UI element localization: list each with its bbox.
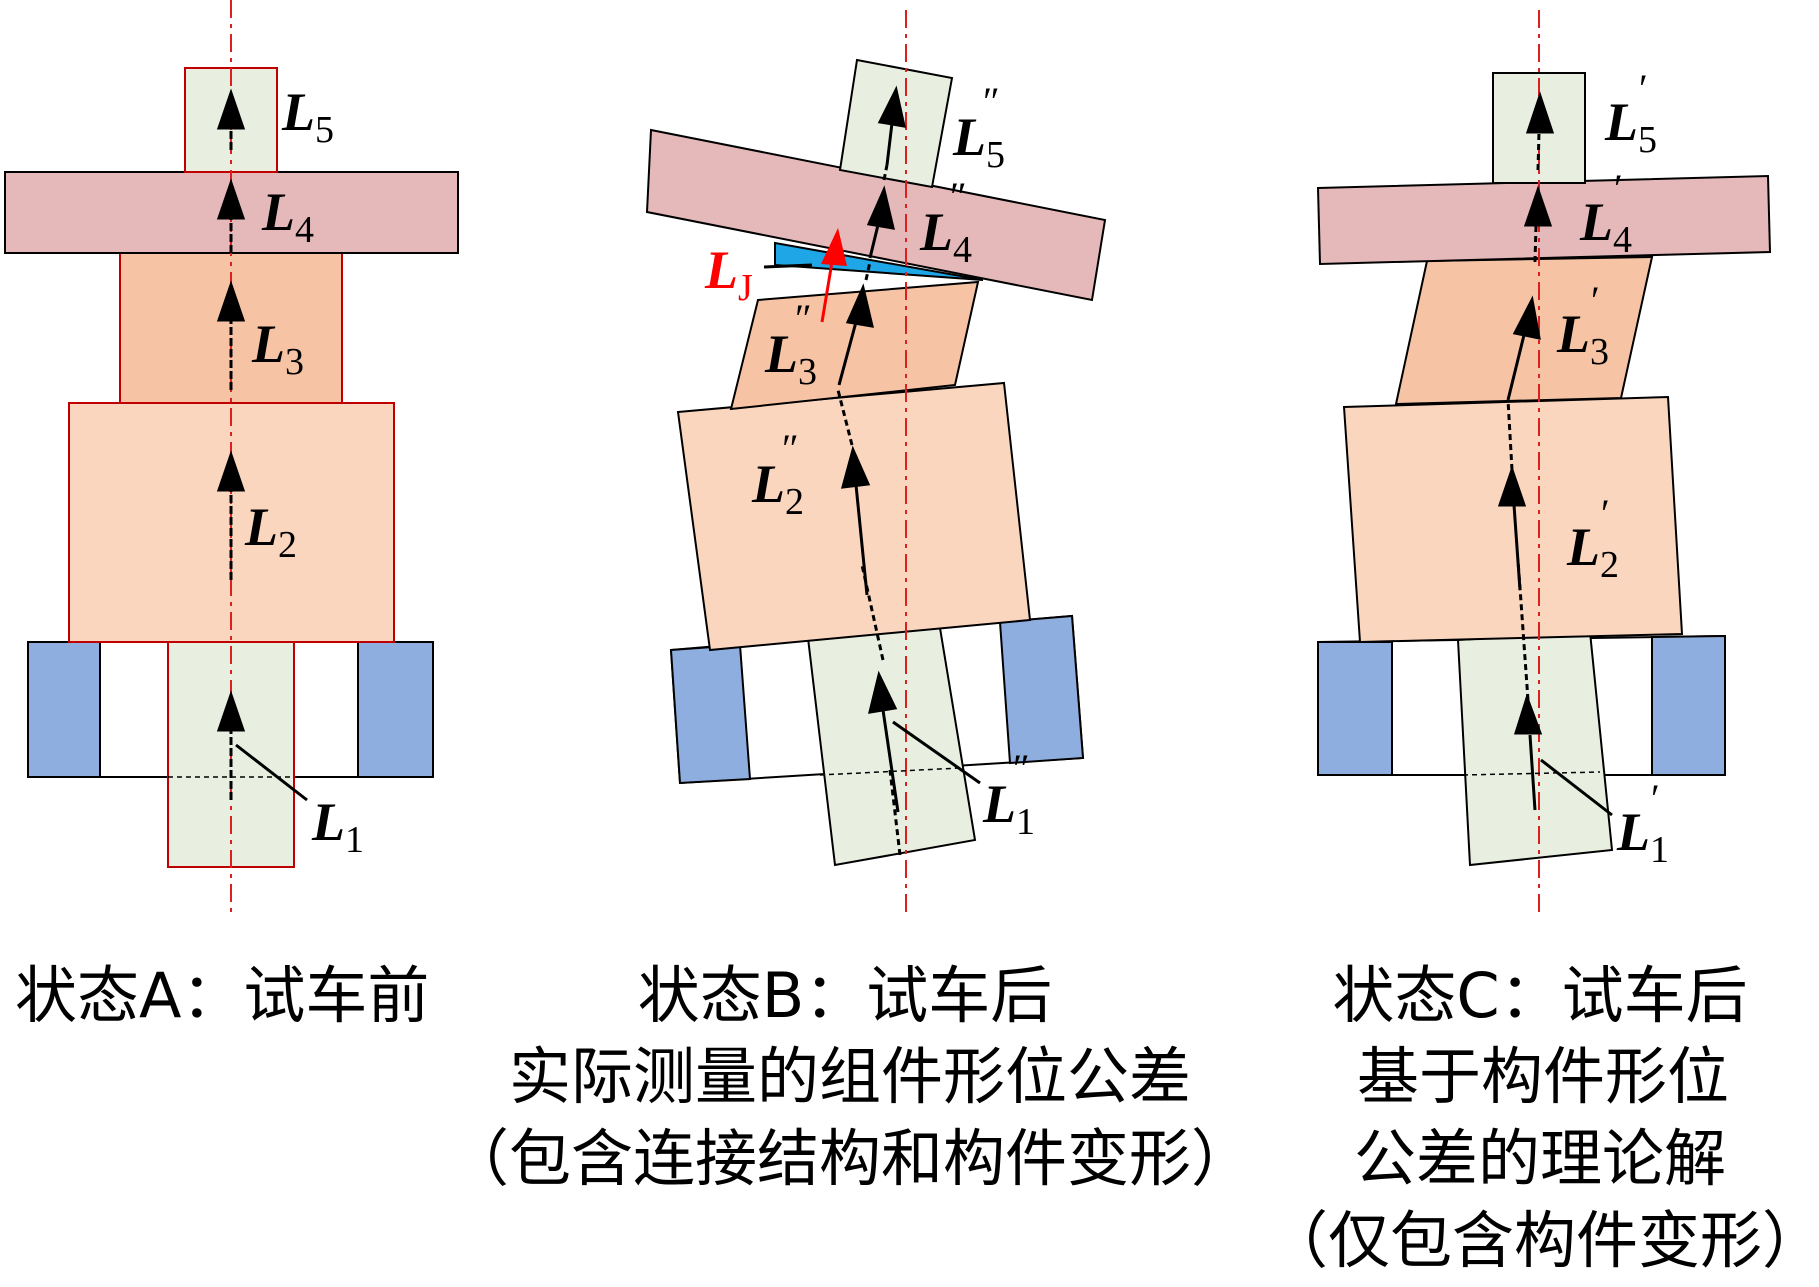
state-c-label-L3: L3′ [1556,278,1609,373]
state-a-base-right-block [357,641,434,778]
state-c-caption-line-2: 基于构件形位 [1357,1040,1729,1113]
state-a-arrow-3 [216,280,246,322]
state-c-caption-line-3: 公差的理论解 [1354,1122,1726,1195]
state-c-label-L1: L1′ [1616,776,1669,871]
state-a-L1-leader [235,743,308,802]
state-c-arrow-1 [1513,693,1543,735]
state-b-label-L4: L4″ [919,174,972,271]
state-b-LJ-vector [820,228,847,323]
state-b-arrow-1 [868,670,898,714]
state-c-label-L5: L5′ [1604,66,1657,161]
state-a-diagram: L5 L4 L3 L2 L1 [4,0,459,915]
state-c-shaft [1456,630,1614,867]
state-c-base-left-block [1317,641,1393,776]
state-a-label-L2: L2 [244,497,297,566]
state-c-block-2 [1342,395,1684,644]
state-b-arrow-2 [840,445,871,489]
state-a-caption-line-1: 状态A：试车前 [15,959,429,1032]
state-b-LJ-leader [763,263,813,269]
captions: 状态A：试车前 状态B：试车后 实际测量的组件形位公差 （包含连接结构和构件变形… [15,959,1819,1277]
state-b-arrow-3 [845,283,874,328]
state-a-arrow-5 [216,88,246,130]
state-b-arrow-4 [866,185,895,230]
state-c-arrow-2 [1497,465,1527,507]
state-c-arrow-3 [1512,295,1541,340]
state-b-label-L5: L5″ [952,79,1005,176]
state-a-label-L3: L3 [251,314,304,383]
state-b-block-3 [729,280,980,411]
state-b-caption-line-3: （包含连接结构和构件变形） [447,1122,1253,1195]
state-a-base-left-block [27,641,101,778]
state-b-L1-leader [892,720,981,785]
state-a-label-L1: L1 [311,792,364,861]
state-c-caption-line-1: 状态C：试车后 [1332,959,1747,1032]
state-b-label-L2: L2″ [751,426,804,523]
state-b-arrow-LJ [821,228,847,266]
state-c-L1-leader [1540,758,1613,817]
state-b-label-L3: L3″ [764,296,817,393]
state-b-block-2 [676,381,1032,652]
state-c-caption-line-4: （仅包含构件变形） [1266,1204,1819,1277]
state-b-vectors [836,85,906,856]
state-a-vectors [216,88,246,800]
state-a-label-L5: L5 [281,82,334,151]
state-a-arrow-2 [216,450,246,492]
state-b-arrow-5 [877,85,906,128]
state-a-arrow-1 [216,690,246,732]
state-c-arrow-5 [1525,91,1555,134]
state-c-label-L4: L4′ [1579,166,1632,261]
state-a-arrow-4 [216,178,246,220]
state-b-label-LJ: LJ [704,240,753,309]
state-b-base-left-block [669,643,752,785]
state-b-caption-line-1: 状态B：试车后 [638,959,1053,1032]
state-c-arrow-4 [1523,185,1553,227]
state-c-base-right-block [1651,634,1726,776]
state-c-label-L2: L2′ [1566,491,1619,586]
state-c-diagram: L5′ L4′ L3′ L2′ L1′ [1316,10,1772,915]
state-a-label-L4: L4 [261,182,314,251]
state-b-base-right-block [998,614,1085,765]
state-b-caption-line-2: 实际测量的组件形位公差 [509,1040,1191,1113]
state-b-diagram: L5″ L4″ LJ L3″ L2″ L1″ [645,10,1107,915]
state-b-label-L1: L1″ [982,746,1035,843]
state-c-base-dashline [1462,771,1601,776]
state-c-vectors [1497,91,1555,811]
